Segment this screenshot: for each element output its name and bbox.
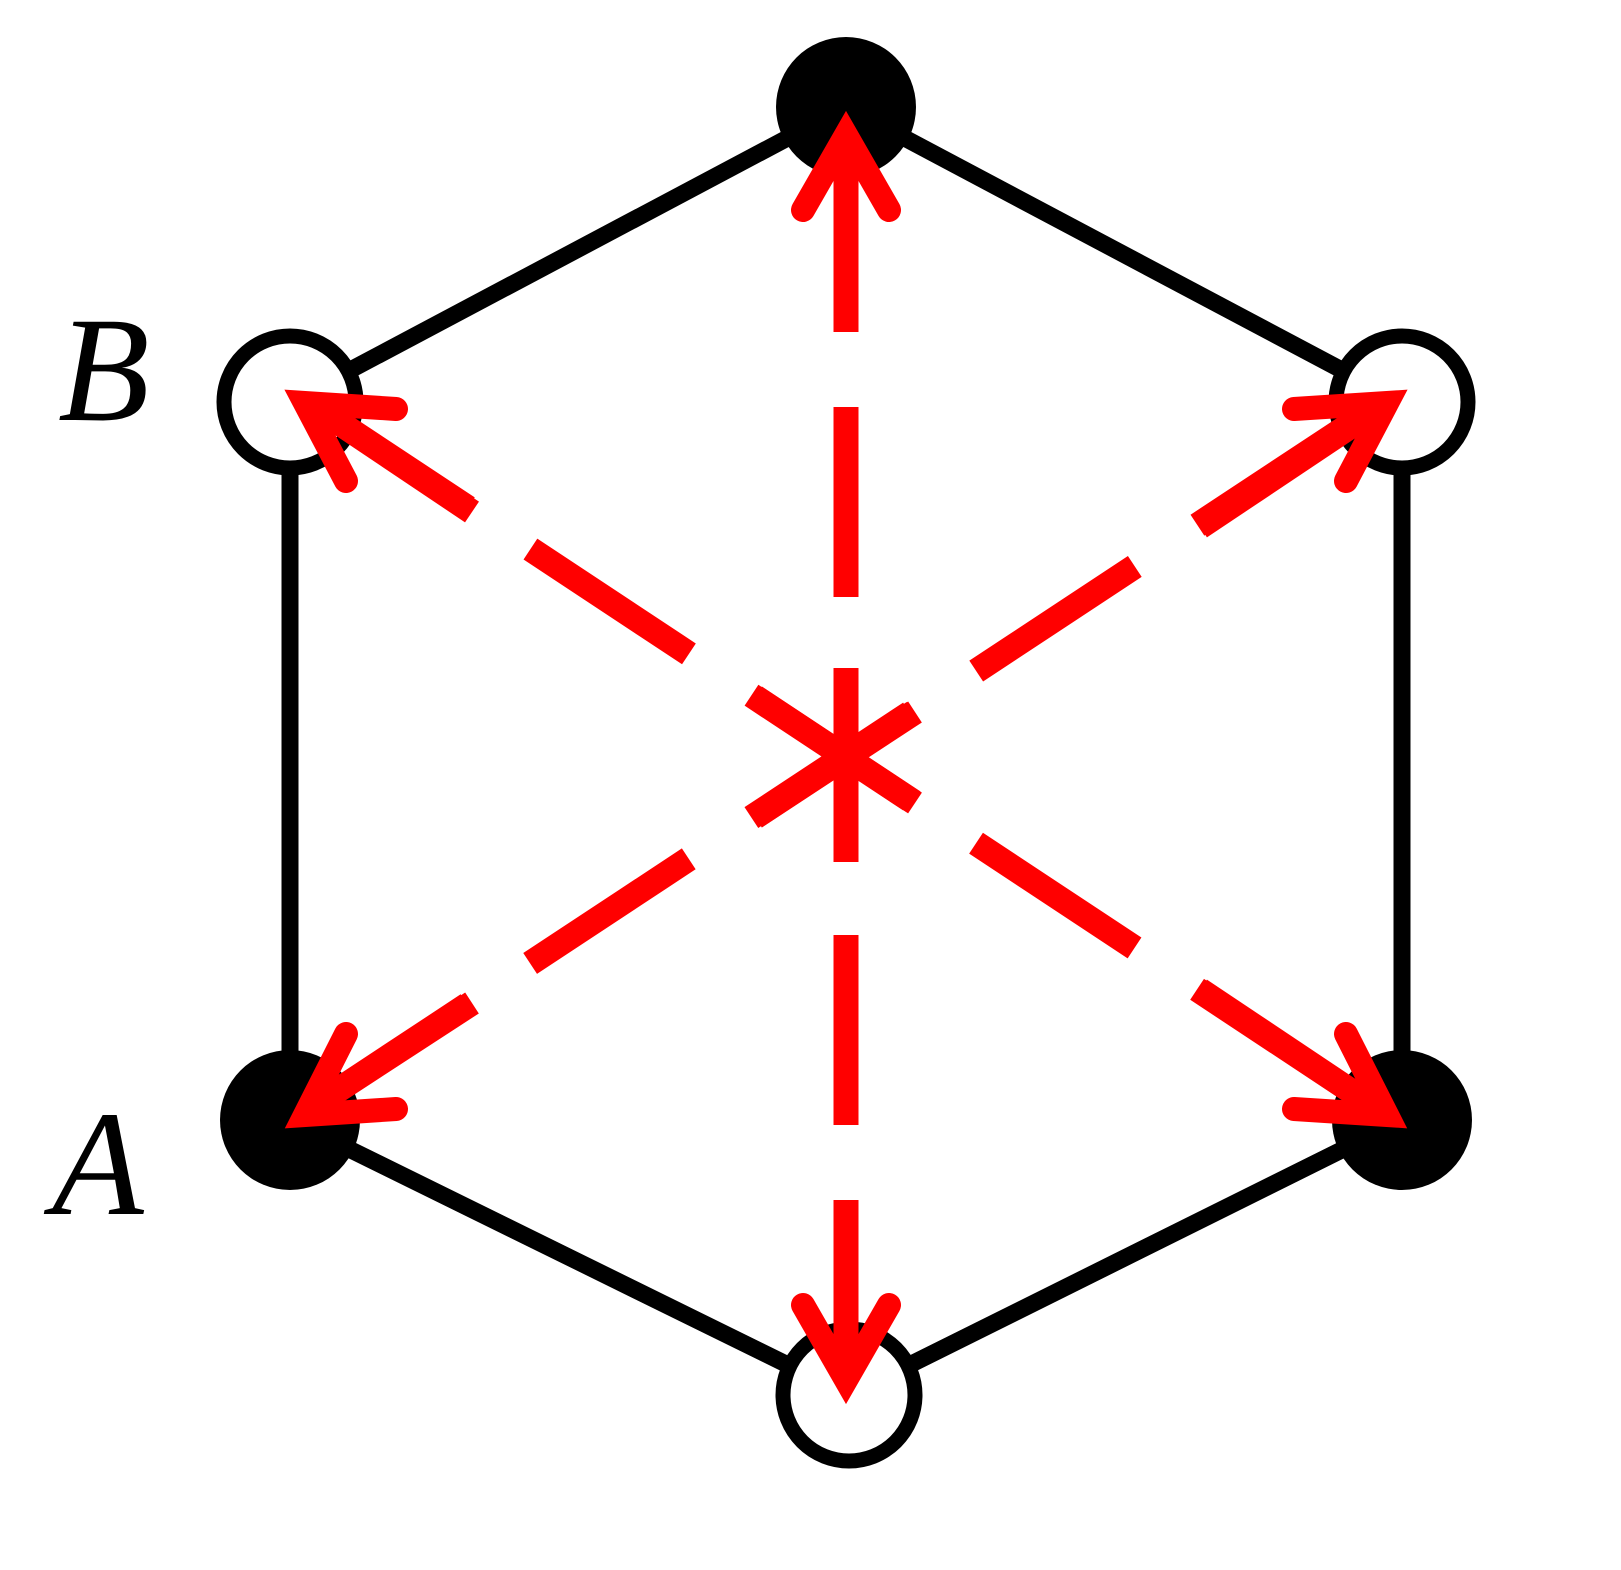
site-top-filled [776,37,916,177]
arrow-end-lower-left [313,992,479,1113]
edge-lower-right-bottom [845,1112,1406,1403]
hexagon-edges [281,99,1411,1403]
arrowhead-lower-right-fill [1340,1075,1400,1125]
arrow-shaft-ends [313,140,1382,1370]
arrowheads [284,110,1408,1405]
label-a: A [43,1081,145,1247]
arrowhead-lower-left-fill [290,1075,350,1125]
arrowhead-upper-right-fill [1340,393,1400,440]
edge-upper-left-top [286,99,850,410]
edge-top-upper-right [842,99,1406,410]
arrowhead-top-fill [818,113,874,165]
arrowhead-bottom-fill [818,1350,874,1402]
arrowhead-upper-left-fill [290,393,350,440]
label-b: B [58,287,150,453]
arrow-end-lower-right [1193,979,1382,1118]
center-asterisk-icon [748,668,922,862]
arrow-end-upper-right [1193,399,1382,538]
arrow-end-upper-left [313,399,479,523]
edge-bottom-lower-left [286,1112,853,1403]
